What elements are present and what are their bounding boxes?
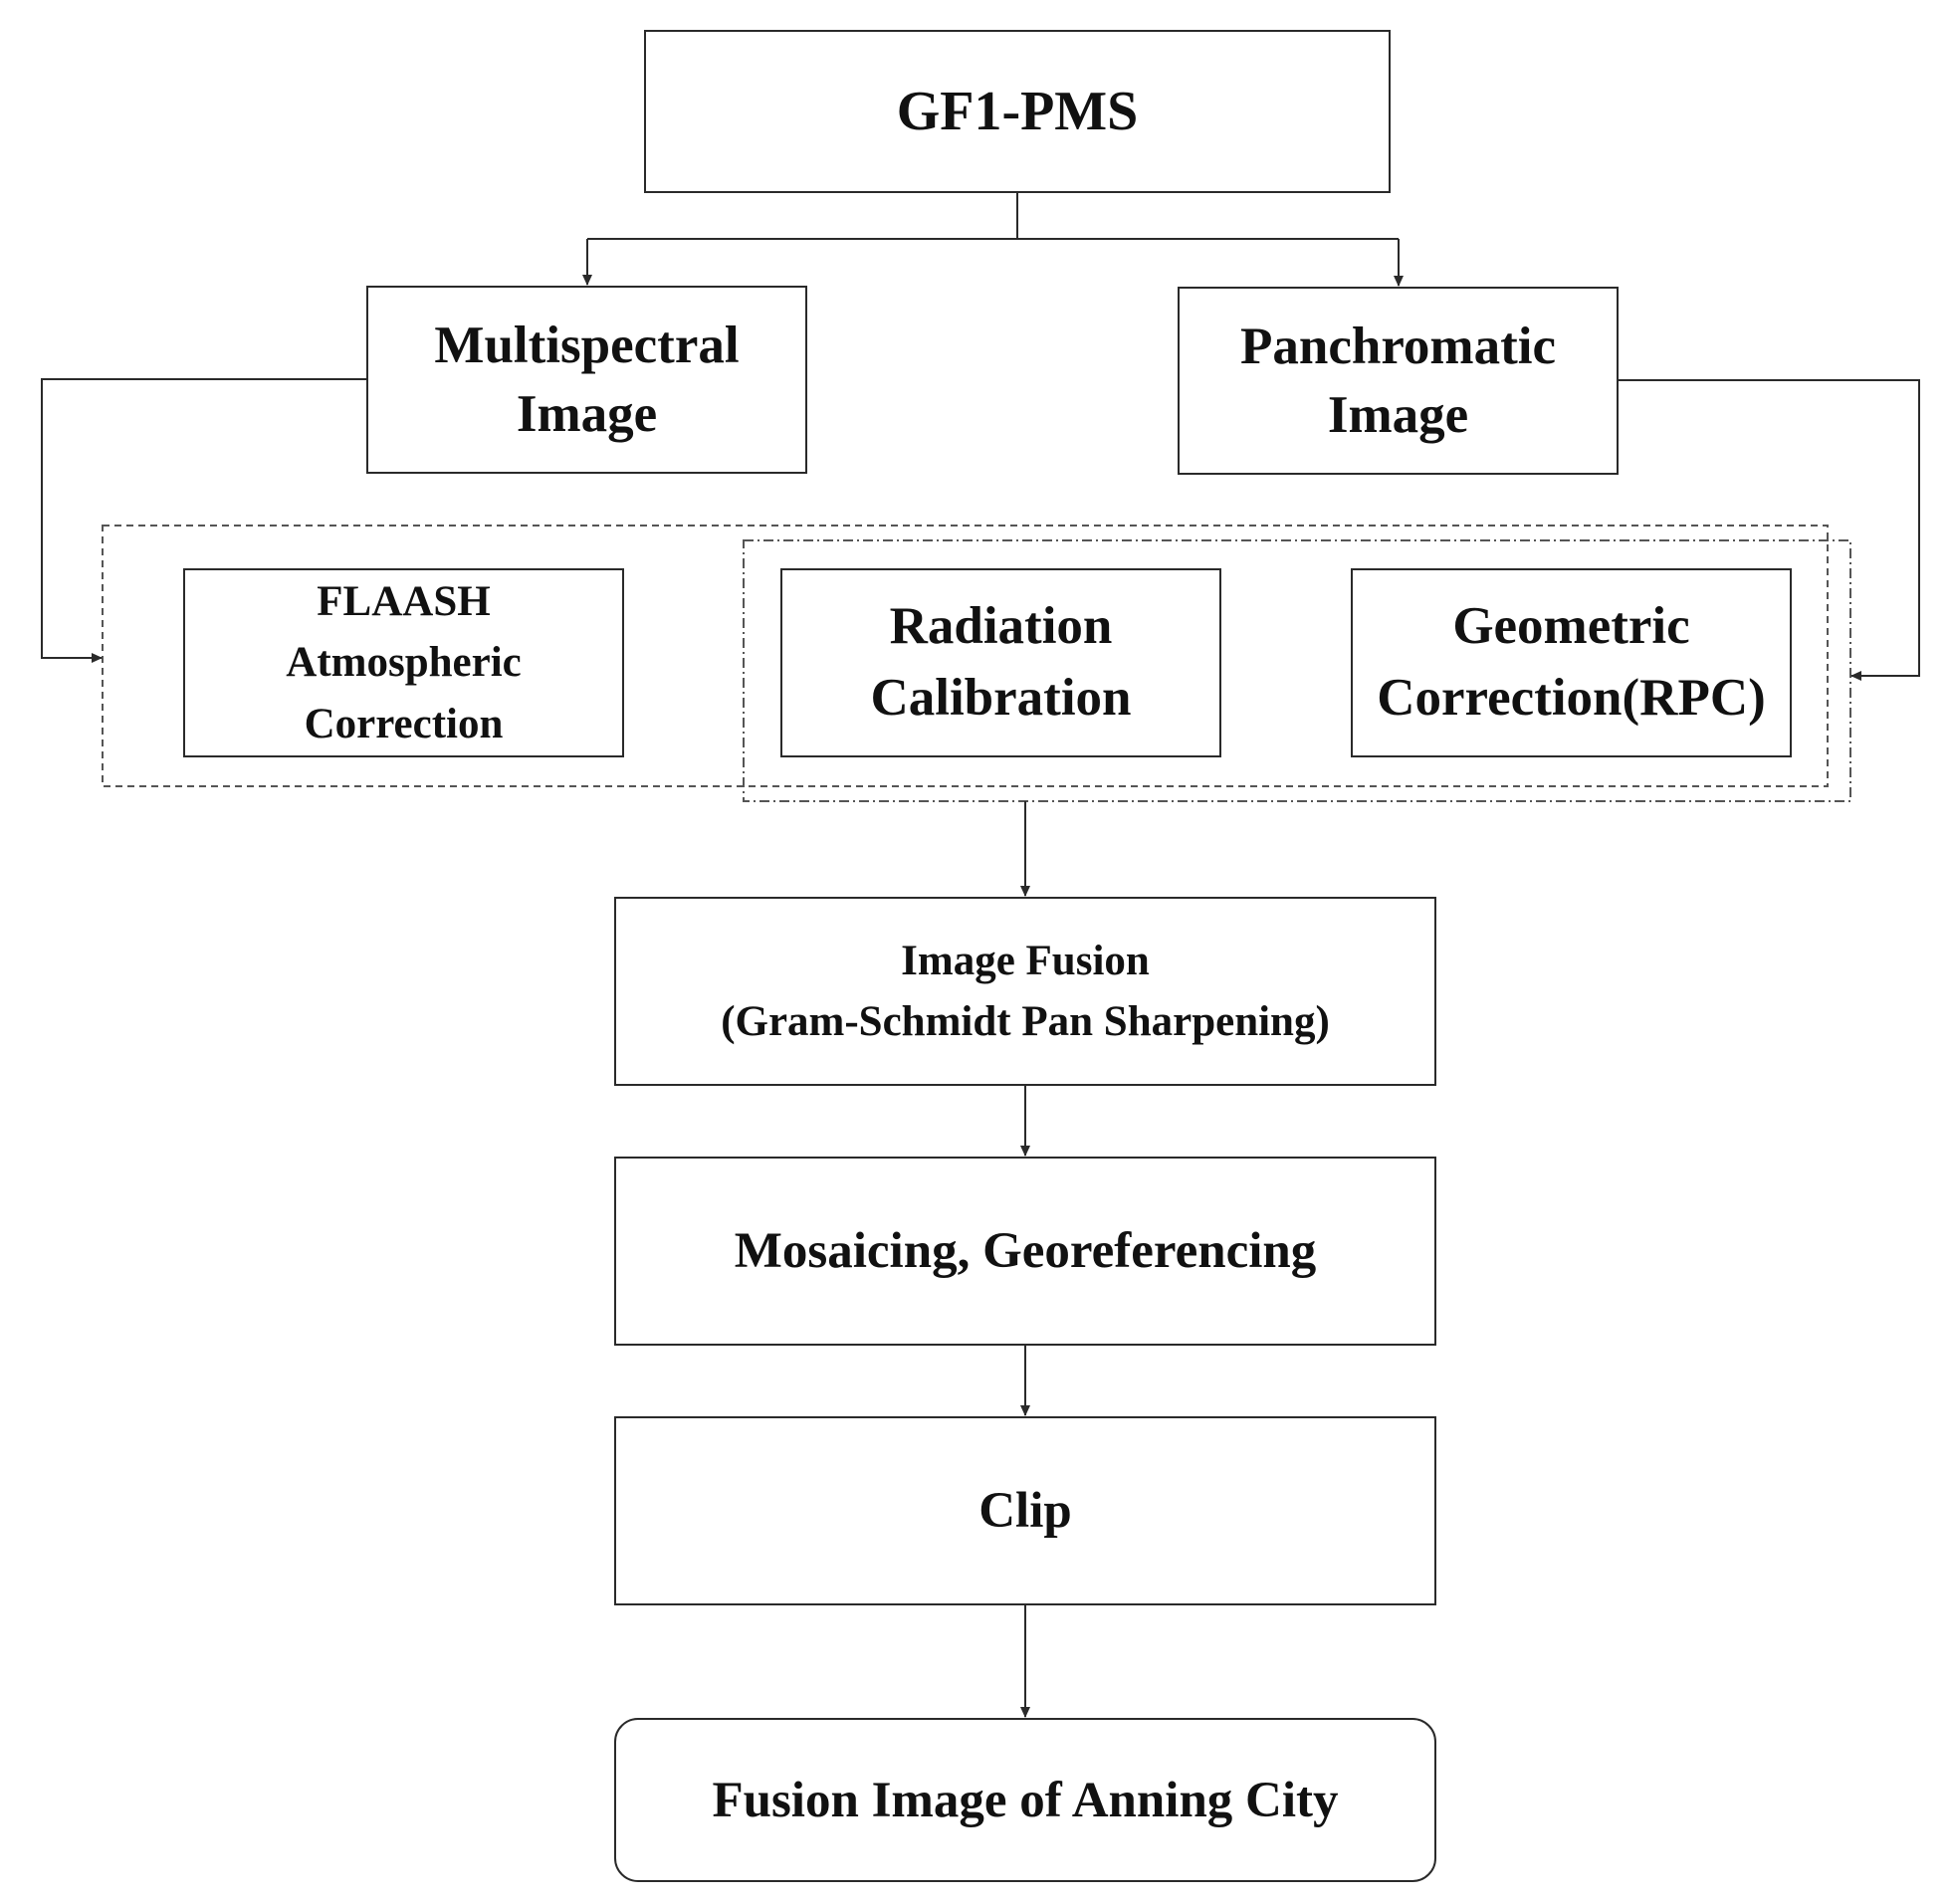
gf1-pms-node: GF1-PMS [644, 30, 1391, 193]
edge-panchromatic-to-group [1619, 379, 1920, 681]
panchromatic-image-label-line-1: Panchromatic [1240, 317, 1556, 375]
radiation-calibration-label-line-2: Calibration [870, 669, 1132, 727]
multispectral-image-label-line-1: Multispectral [434, 316, 740, 374]
panchromatic-image-label-line-2: Image [1327, 385, 1469, 444]
panchromatic-image-node: Panchromatic Image [1178, 287, 1619, 475]
geometric-correction-node: Geometric Correction(RPC) [1351, 568, 1792, 757]
multispectral-image-node: Multispectral Image [366, 286, 807, 474]
clip-label: Clip [978, 1483, 1072, 1539]
image-fusion-label-line-2: (Gram-Schmidt Pan Sharpening) [721, 998, 1330, 1045]
edge-multispectral-to-group [41, 378, 366, 663]
geometric-correction-label-line-2: Correction(RPC) [1377, 669, 1766, 727]
fusion-image-result-label: Fusion Image of Anning City [712, 1772, 1339, 1828]
flaash-label-line-3: Correction [304, 700, 504, 747]
gf1-pms-label: GF1-PMS [896, 81, 1139, 142]
flaash-label-line-1: FLAASH [317, 578, 491, 626]
image-fusion-node: Image Fusion (Gram-Schmidt Pan Sharpenin… [614, 897, 1436, 1086]
geometric-correction-label-line-1: Geometric [1452, 597, 1690, 656]
flaash-atmospheric-correction-node: FLAASH Atmospheric Correction [183, 568, 624, 757]
mosaicing-georeferencing-label: Mosaicing, Georeferencing [734, 1223, 1317, 1279]
mosaicing-georeferencing-node: Mosaicing, Georeferencing [614, 1157, 1436, 1346]
fusion-image-result-node: Fusion Image of Anning City [614, 1718, 1436, 1882]
flaash-label-line-2: Atmospheric [286, 639, 522, 687]
radiation-calibration-node: Radiation Calibration [780, 568, 1221, 757]
radiation-calibration-label-line-1: Radiation [889, 597, 1113, 656]
clip-node: Clip [614, 1416, 1436, 1605]
multispectral-image-label-line-2: Image [516, 384, 658, 443]
edge-gf1-to-images [582, 193, 1404, 287]
image-fusion-label-line-1: Image Fusion [901, 937, 1150, 984]
multispectral-processing-group [102, 525, 1829, 787]
